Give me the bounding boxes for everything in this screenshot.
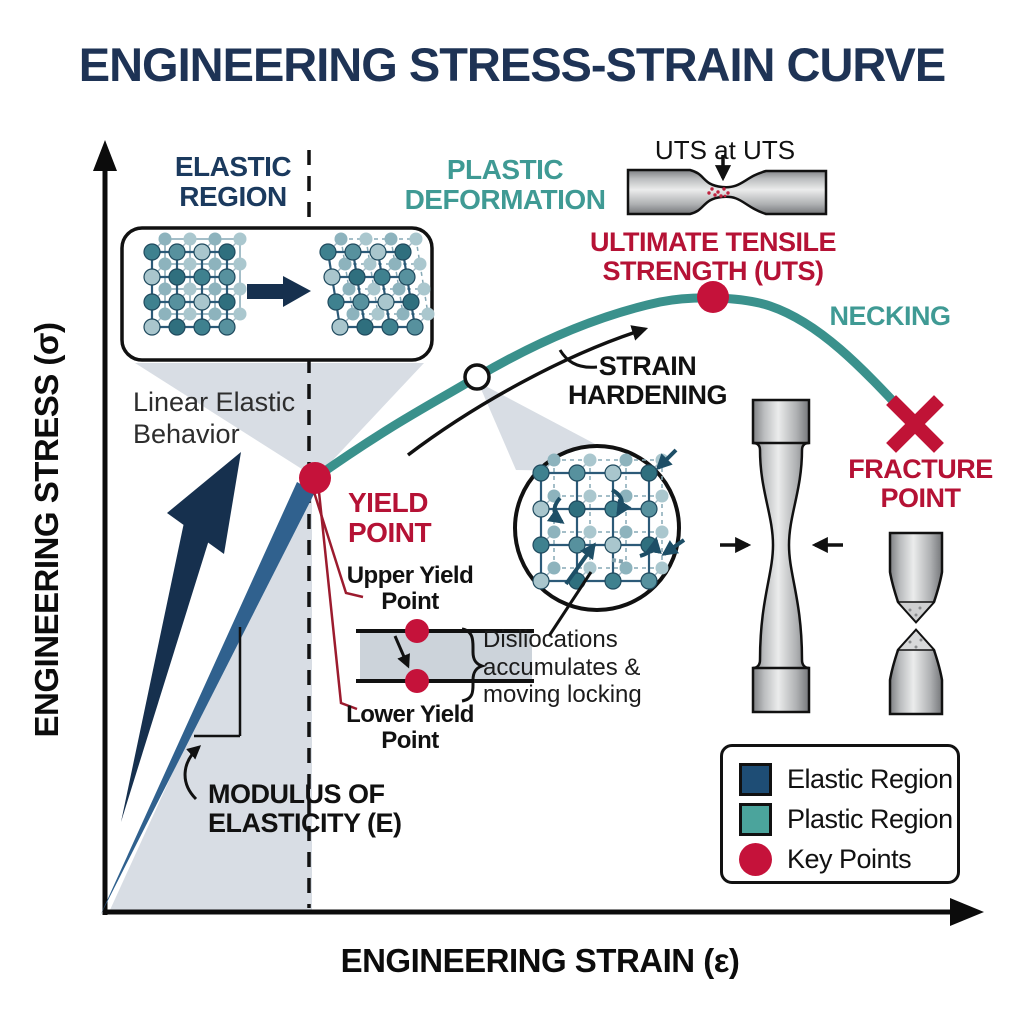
fractured-specimen	[888, 531, 944, 716]
elastic-big-arrow-icon	[121, 452, 241, 822]
y-axis	[93, 140, 117, 915]
linear-elastic-label: Linear Elastic Behavior	[133, 387, 296, 450]
plastic-deformation-label: PLASTIC DEFORMATION	[404, 154, 606, 216]
fracture-point-label: FRACTURE POINT	[848, 454, 993, 514]
legend-item-keypoints: Key Points	[739, 839, 957, 879]
modulus-label: MODULUS OF ELASTICITY (E)	[208, 779, 402, 839]
x-axis-arrow-icon	[950, 898, 984, 926]
yield-inset-diagram	[356, 619, 534, 703]
modulus-slope-bracket	[194, 627, 242, 738]
yield-callout-lines	[312, 491, 364, 711]
legend: Elastic Region Plastic Region Key Points	[720, 744, 960, 884]
uts-caption-label: UTS at UTS	[654, 135, 796, 165]
lower-yield-dot	[405, 669, 429, 693]
uts-point-dot	[697, 281, 729, 313]
uts-specimen	[626, 155, 828, 216]
y-axis-label: ENGINEERING STRESS (σ)	[28, 322, 66, 738]
legend-item-elastic: Elastic Region	[739, 759, 957, 799]
upper-yield-dot	[405, 619, 429, 643]
strain-hardening-label: STRAIN HARDENING	[567, 351, 728, 411]
curly-brace-icon	[461, 627, 487, 703]
yield-drop-arrow-icon	[393, 635, 410, 669]
x-axis	[103, 898, 984, 926]
x-axis-label: ENGINEERING STRAIN (ε)	[340, 942, 740, 979]
strain-hardening-marker-circle	[463, 363, 491, 391]
neck-stipple	[707, 187, 730, 198]
lattice-box	[120, 226, 435, 362]
necking-specimen	[720, 398, 843, 714]
keypoint-swatch-icon	[739, 842, 772, 876]
necking-label: NECKING	[829, 301, 951, 331]
strain-hardening-arrow-icon	[406, 325, 649, 457]
uts-label: ULTIMATE TENSILE STRENGTH (UTS)	[590, 227, 836, 287]
yield-point-label: YIELD POINT	[348, 487, 432, 549]
page-title: ENGINEERING STRESS-STRAIN CURVE	[78, 38, 946, 91]
dislocation-callout-line	[547, 571, 593, 637]
legend-item-plastic: Plastic Region	[739, 799, 957, 839]
modulus-callout-arrow-icon	[183, 745, 202, 801]
dislocations-note: Disliocations accumulates & moving locki…	[483, 626, 642, 709]
plastic-swatch-icon	[739, 802, 772, 836]
elastic-line	[100, 482, 315, 916]
plastic-curve	[312, 293, 912, 482]
fracture-x-icon	[886, 395, 944, 453]
dislocation-circle-diagram	[513, 444, 686, 612]
lower-yield-label: Lower Yield Point	[346, 701, 474, 754]
strain-hardening-connector	[558, 349, 598, 369]
lattice-transition-arrow-icon	[247, 276, 311, 307]
dislocation-arrows-icon	[546, 448, 686, 586]
upper-yield-label: Upper Yield Point	[346, 562, 474, 615]
elastic-swatch-icon	[739, 762, 772, 796]
y-axis-arrow-icon	[93, 140, 117, 171]
elastic-region-label: ELASTIC REGION	[174, 151, 292, 213]
yield-point-dot	[299, 462, 331, 494]
